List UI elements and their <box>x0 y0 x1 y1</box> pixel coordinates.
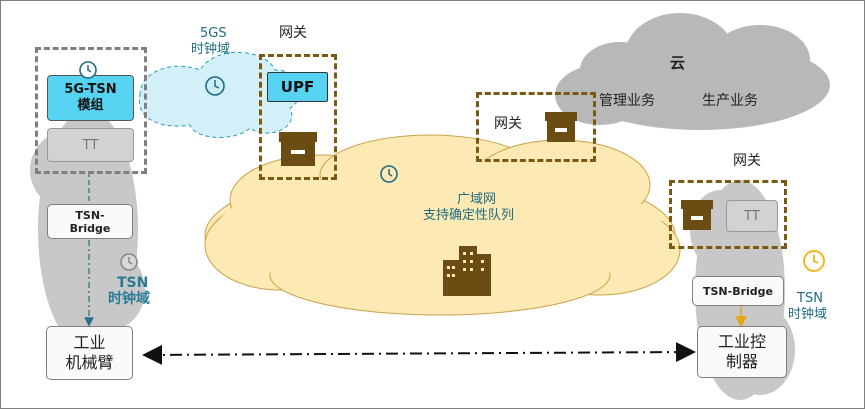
controller-box: 工业控 制器 <box>697 326 787 378</box>
controller-line1: 工业控 <box>717 332 766 351</box>
robot-arm-box: 工业 机械臂 <box>46 326 133 380</box>
controller-line2: 制器 <box>725 352 758 371</box>
clock-icon <box>120 253 138 271</box>
sync-domain-5gs-line2: 时钟域 <box>191 42 231 57</box>
gateway-label-right: 网关 <box>733 153 761 169</box>
gateway-frame-cloud <box>476 92 596 162</box>
wan-title: 广域网 <box>457 192 497 207</box>
tsn-bridge-left: TSN- Bridge <box>47 204 133 239</box>
server-box-icon <box>279 132 317 166</box>
upf-label: UPF <box>280 78 315 96</box>
sync-domain-5gs-line1: 5GS <box>200 26 227 41</box>
cloud-shape <box>555 13 830 130</box>
robot-arm-line2: 机械臂 <box>65 353 114 372</box>
cloud-label: 云 <box>670 54 686 72</box>
module-5g-tsn: 5G-TSN 模组 <box>47 75 134 121</box>
server-box-icon <box>681 200 713 230</box>
building-icon <box>443 246 491 296</box>
cloud-service-production: 生产业务 <box>702 93 758 109</box>
tsn-bridge-left-line2: Bridge <box>69 221 111 235</box>
tsn-domain-left-line1: TSN <box>117 275 149 291</box>
cloud-service-management: 管理业务 <box>599 93 655 109</box>
tsn-domain-right-line1: TSN <box>797 291 823 306</box>
robot-arm-line1: 工业 <box>73 333 106 352</box>
upf-box: UPF <box>267 72 328 102</box>
module-5g-tsn-line2: 模组 <box>77 98 104 113</box>
device-dashed-frame <box>35 47 147 174</box>
tt-label: TT <box>82 137 99 153</box>
gateway-frame-upf <box>259 54 337 180</box>
tt-box-left: TT <box>47 128 134 162</box>
tt-label-right: TT <box>744 208 760 224</box>
module-5g-tsn-line1: 5G-TSN <box>64 82 117 97</box>
wan-subtitle: 支持确定性队列 <box>423 208 515 223</box>
gateway-label-cloud: 网关 <box>494 116 522 132</box>
tsn-domain-right-line2: 时钟域 <box>788 307 828 322</box>
clock-icon <box>79 61 97 79</box>
server-box-icon <box>545 112 577 142</box>
gateway-frame-right <box>669 180 787 249</box>
clock-icon <box>380 165 398 183</box>
clock-icon <box>205 76 225 96</box>
gateway-label-upf: 网关 <box>279 25 307 41</box>
tsn-bridge-right: TSN-Bridge <box>692 276 784 306</box>
tsn-bridge-right-label: TSN-Bridge <box>703 284 773 298</box>
clock-icon <box>803 250 825 272</box>
tsn-domain-left-line2: 时钟域 <box>108 291 150 307</box>
tsn-bridge-left-line1: TSN- <box>75 208 105 222</box>
tt-box-right: TT <box>726 200 778 232</box>
double-arrow-icon <box>142 342 696 365</box>
